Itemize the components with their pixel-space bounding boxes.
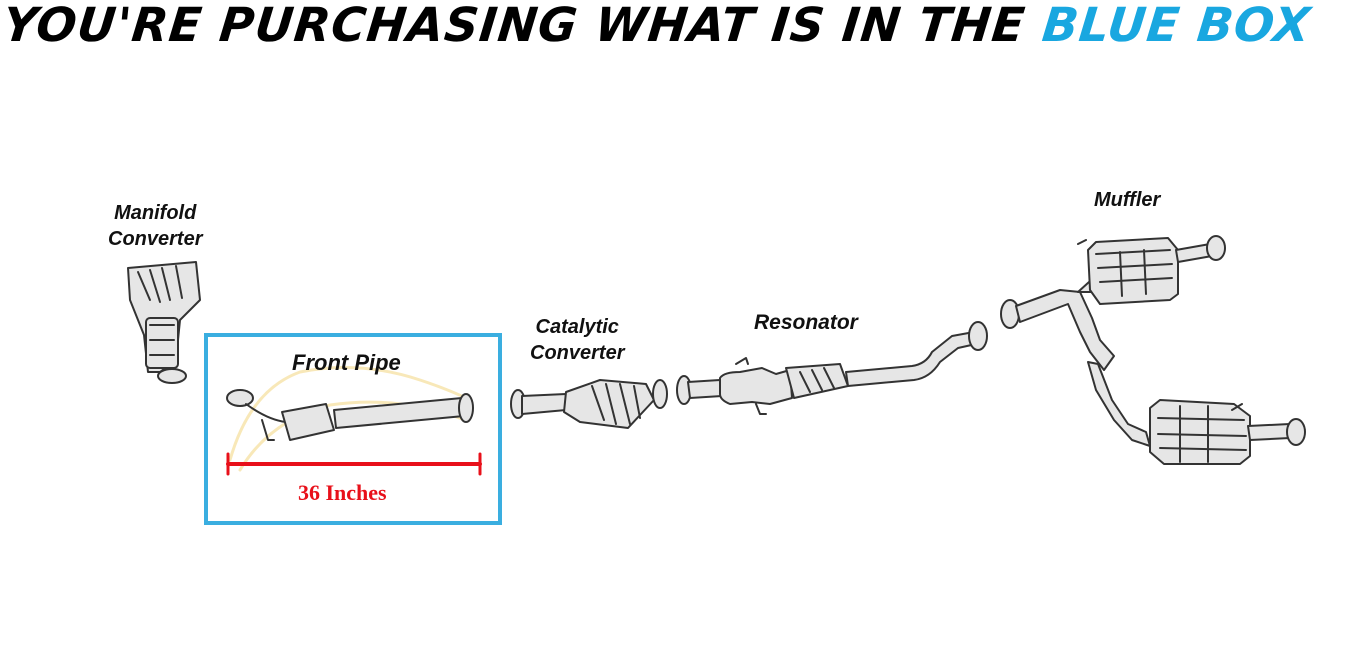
catalytic-converter-label: Catalytic Converter xyxy=(530,314,624,366)
measurement-label: 36 Inches xyxy=(298,480,387,505)
manifold-label-line2: Converter xyxy=(108,228,203,250)
front-pipe-label: Front Pipe xyxy=(292,350,401,375)
muffler-part xyxy=(1000,235,1306,465)
blue-box-highlight xyxy=(204,333,502,525)
manifold-converter-part xyxy=(127,261,201,384)
catalytic-label-line2: Converter xyxy=(530,342,625,364)
measurement-line xyxy=(226,452,482,476)
muffler-label: Muffler xyxy=(1094,189,1161,211)
resonator-part xyxy=(676,321,988,415)
manifold-converter-label: Manifold Converter xyxy=(108,200,202,252)
catalytic-converter-part xyxy=(510,379,668,429)
catalytic-label-line1: Catalytic xyxy=(535,316,619,338)
manifold-label-line1: Manifold xyxy=(114,202,197,224)
front-pipe-part xyxy=(226,389,474,441)
resonator-label: Resonator xyxy=(754,311,858,334)
